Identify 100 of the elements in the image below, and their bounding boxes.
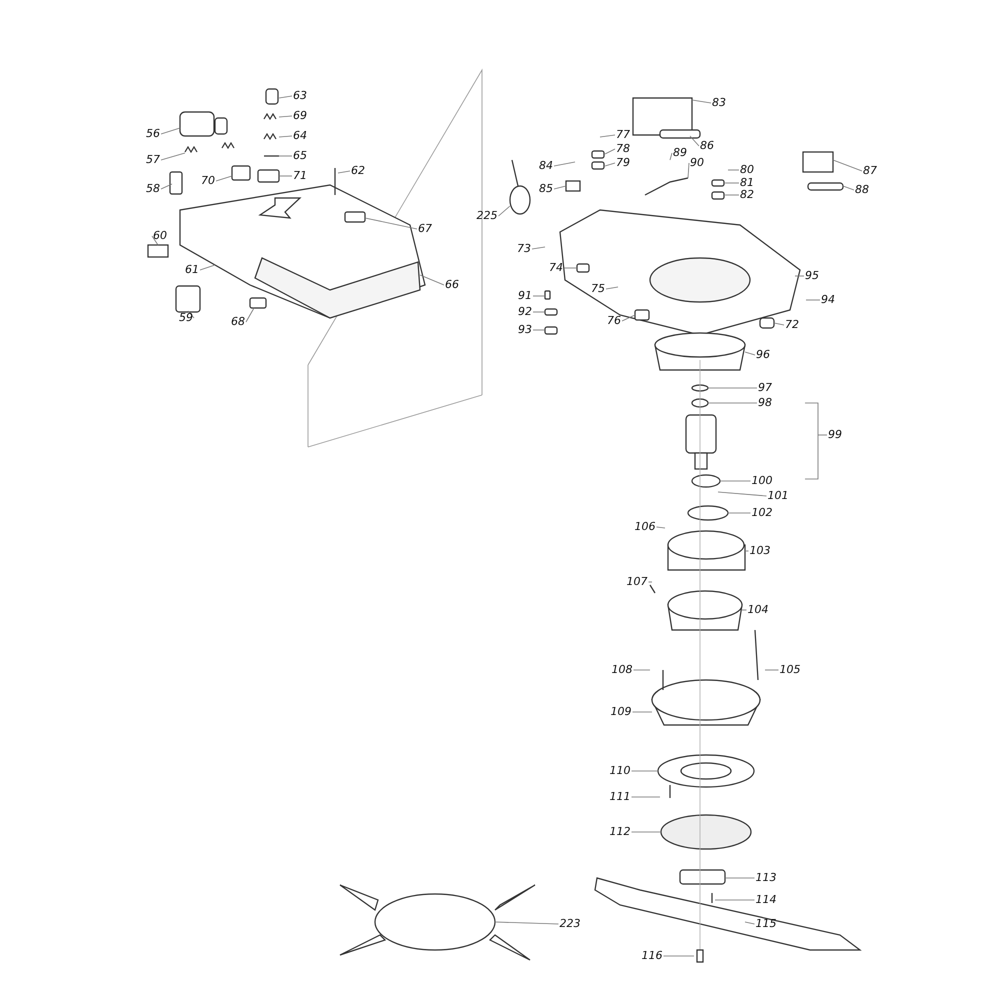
leader-line [818,434,828,436]
callout-number: 116 [642,950,662,962]
callout-number: 95 [805,270,819,282]
callout-number: 97 [758,382,772,394]
leader-line [842,186,854,190]
callout-number: 102 [752,507,772,519]
leader-line [160,128,180,134]
leader-line [670,152,672,160]
callout-number: 77 [616,129,630,141]
callout-number: 71 [293,170,307,182]
leader-line [600,134,616,138]
callout-number: 99 [828,429,842,441]
leader-line [200,264,216,270]
leader-line [631,796,660,798]
callout-number: 91 [518,290,532,302]
callout-number: 61 [185,264,199,276]
callout-number: 87 [863,165,877,177]
callout-number: 82 [740,189,754,201]
callout-number: 80 [740,164,754,176]
leader-line [744,922,755,924]
callout-number: 113 [756,872,776,884]
callout-number: 110 [610,765,630,777]
callout-number: 68 [231,316,245,328]
callout-number: 88 [855,184,869,196]
callout-number: 115 [756,918,776,930]
callout-number: 84 [539,160,553,172]
callout-number: 70 [201,175,215,187]
leader-line [532,246,546,250]
callout-number: 108 [612,664,632,676]
callout-number: 105 [780,664,800,676]
leader-line [604,148,616,154]
leader-line [160,184,172,190]
leader-line [278,116,292,118]
leader-line [278,96,292,98]
leader-line [606,286,618,290]
callout-number: 79 [616,157,630,169]
callout-number: 74 [549,262,563,274]
leader-line [724,194,740,196]
leader-line [728,512,751,514]
callout-number: 223 [560,918,580,930]
leader-line [744,550,749,552]
callout-number: 92 [518,306,532,318]
leader-line [216,176,232,182]
callout-number: 64 [293,130,307,142]
callout-number: 103 [750,545,770,557]
leader-line [708,402,758,404]
callout-number: 60 [153,230,167,242]
leader-line [724,182,740,184]
leader-line [688,162,690,178]
leader-line [692,100,712,104]
callout-number: 86 [700,140,714,152]
leader-line [364,218,418,230]
callout-number: 114 [756,894,776,906]
callout-number: 56 [146,128,160,140]
callout-number: 109 [610,706,632,718]
callout-number: 67 [418,223,432,235]
callout-number: 85 [539,183,553,195]
leader-line [604,162,616,166]
callout-number: 81 [740,177,754,189]
leader-line [744,352,756,356]
callout-number: 75 [591,283,605,295]
callout-number: 72 [785,319,799,331]
leader-line [160,152,186,160]
leader-line [338,170,350,174]
callout-number: 90 [690,157,704,169]
leader-line [494,922,559,924]
leader-line [690,136,700,146]
callout-number: 111 [610,791,630,803]
callout-number: 83 [712,97,726,109]
callout-number: 225 [476,210,498,222]
callout-number: 98 [758,397,772,409]
callout-number: 106 [634,521,656,533]
callout-number: 96 [756,349,770,361]
callout-number: 104 [748,604,768,616]
callout-number: 69 [293,110,307,122]
callout-number: 58 [146,183,160,195]
leader-line [498,206,510,216]
leader-line [246,308,254,322]
leader-line [554,186,566,190]
leader-line [554,162,576,166]
callout-number: 101 [768,490,788,502]
callout-number: 73 [517,243,531,255]
callout-number: 62 [351,165,365,177]
leader-line [720,480,751,482]
callout-number: 112 [610,826,630,838]
callout-number: 59 [179,312,193,324]
callout-number: 76 [607,315,621,327]
callout-number: 100 [752,475,772,487]
callout-number: 78 [616,143,630,155]
leader-line [832,160,862,172]
callout-number: 94 [821,294,835,306]
leader-line [278,136,292,138]
leader-line [420,274,444,286]
callout-number: 57 [146,154,160,166]
leader-line [656,526,666,528]
callout-number: 63 [293,90,307,102]
leader-line [622,314,636,322]
leader-line [152,236,158,246]
leader-line [718,492,767,496]
leader-line [774,322,784,326]
